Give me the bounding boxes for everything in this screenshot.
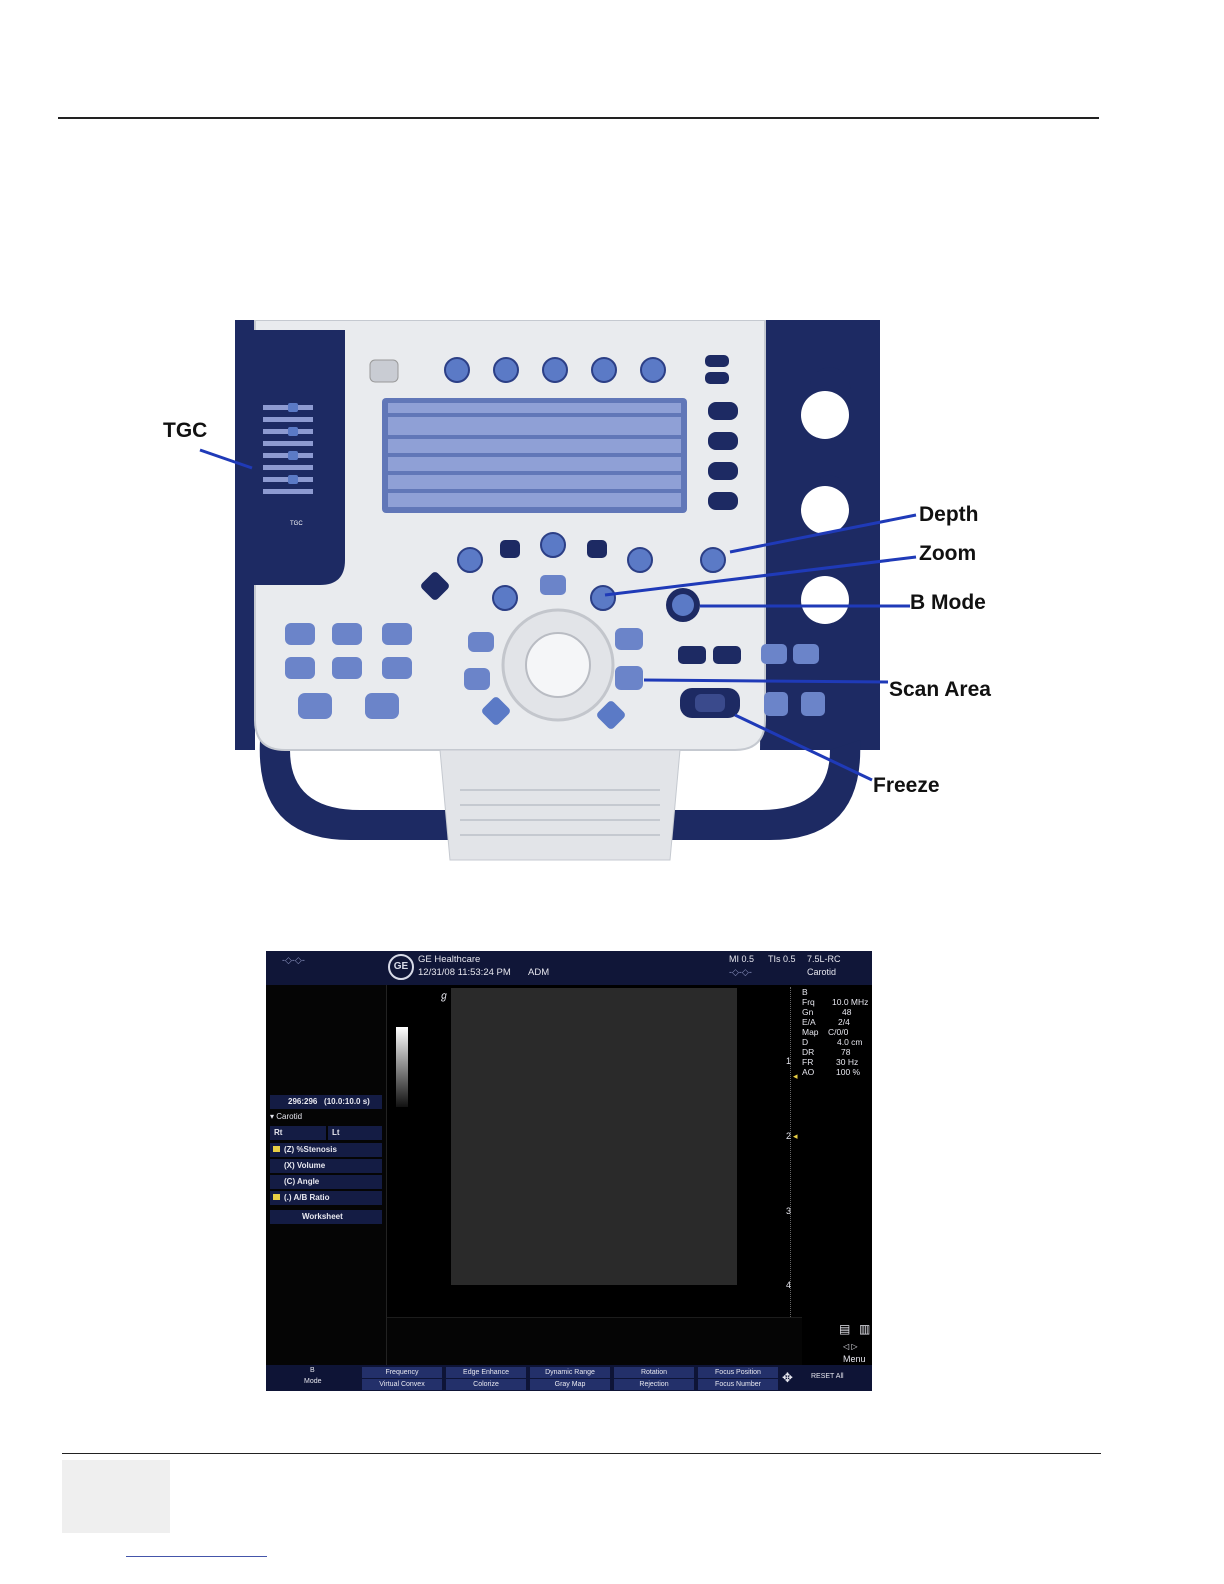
worksheet-icon[interactable]: ▤ (839, 1322, 851, 1336)
softkey-edge-enhance[interactable]: Edge Enhance (446, 1367, 526, 1378)
header-rule (58, 117, 1099, 119)
svg-text:TGC: TGC (290, 521, 303, 527)
softkey-frequency[interactable]: Frequency (362, 1367, 442, 1378)
focus-marker: ◂ (793, 1131, 798, 1141)
dots-indicator: -◇-◇- (729, 967, 752, 977)
clipboard-icon[interactable]: ▥ (859, 1322, 871, 1336)
param-value: C/0/0 (828, 1027, 849, 1037)
callout-freeze: Freeze (873, 774, 940, 797)
preset-name: Carotid (807, 967, 837, 977)
softkey-dynamic-range[interactable]: Dynamic Range (530, 1367, 610, 1378)
cine-indicator: -◇-◇- (282, 955, 305, 965)
softkey-colorize[interactable]: Colorize (446, 1379, 526, 1390)
depth-scale (790, 987, 799, 1317)
side-rt-tab[interactable]: Rt (270, 1126, 326, 1140)
callout-b-mode: B Mode (910, 591, 986, 614)
param-key: E/A (802, 1017, 816, 1027)
callout-tgc: TGC (163, 419, 208, 442)
ge-logo: GE (388, 954, 414, 980)
param-value: 4.0 cm (837, 1037, 863, 1047)
control-panel-figure: TGC (160, 319, 1010, 875)
param-key: DR (802, 1047, 815, 1057)
image-area (451, 988, 737, 1285)
worksheet-button[interactable]: Worksheet (270, 1210, 382, 1224)
exam-datetime: 12/31/08 11:53:24 PM (418, 967, 511, 978)
softkey-virtual-convex[interactable]: Virtual Convex (362, 1379, 442, 1390)
param-key: D (802, 1037, 809, 1047)
callout-scan-area: Scan Area (889, 678, 991, 701)
direction-pad-icon: ✥ (782, 1370, 793, 1385)
cine-counter: 296:296 (10.0:10.0 s) (270, 1095, 382, 1109)
brand-name: GE Healthcare (418, 954, 481, 965)
menu-label[interactable]: Menu (843, 1354, 866, 1364)
grayscale-bar (396, 1027, 408, 1107)
exam-category: ▾ Carotid (270, 1112, 303, 1121)
param-value: 48 (842, 1007, 852, 1017)
menu-item-volume[interactable]: (X) Volume (270, 1159, 382, 1173)
folder-icon (273, 1146, 280, 1152)
menu-item-angle[interactable]: (C) Angle (270, 1175, 382, 1189)
param-value: 100 % (836, 1067, 861, 1077)
probe-orientation-icon: ℊ (439, 991, 449, 1002)
folder-icon (273, 1194, 280, 1200)
param-key: Frq (802, 997, 815, 1007)
menu-item-stenosis[interactable]: (Z) %Stenosis (270, 1143, 382, 1157)
mechanical-index: MI 0.5 (729, 954, 755, 964)
depth-tick-3: 3 (786, 1206, 792, 1216)
thumbnail-strip (387, 1317, 802, 1366)
param-key: AO (802, 1067, 815, 1077)
probe-name: 7.5L-RC (807, 954, 841, 964)
softkey-focus-position[interactable]: Focus Position (698, 1367, 778, 1378)
param-key: Map (802, 1027, 819, 1037)
depth-tick-4: 4 (786, 1280, 792, 1290)
callout-depth: Depth (919, 503, 979, 526)
menu-item-ab-ratio[interactable]: (.) A/B Ratio (270, 1191, 382, 1205)
softkey-focus-number[interactable]: Focus Number (698, 1379, 778, 1390)
screen-top-bar: -◇-◇- GE GE Healthcare 12/31/08 11:53:24… (266, 951, 872, 985)
param-value: 78 (841, 1047, 851, 1057)
callout-zoom: Zoom (919, 542, 977, 565)
reset-all-button[interactable]: RESET All (811, 1373, 844, 1380)
focus-marker: ◂ (793, 1071, 798, 1081)
param-value: 10.0 MHz (832, 997, 869, 1007)
param-key: Gn (802, 1007, 814, 1017)
operator-id: ADM (528, 967, 550, 978)
mode-top-label: B (310, 1367, 315, 1374)
depth-tick-1: 1 (786, 1056, 792, 1066)
param-key: FR (802, 1057, 814, 1067)
footer-link-underline[interactable] (126, 1556, 267, 1557)
param-value: 30 Hz (836, 1057, 859, 1067)
mode-label: Mode (304, 1378, 322, 1385)
thermal-index: TIs 0.5 (768, 954, 796, 964)
param-mode: B (802, 987, 808, 997)
ultrasound-screen: -◇-◇- GE GE Healthcare 12/31/08 11:53:24… (266, 951, 872, 1391)
softkey-bar: B Mode Frequency Edge Enhance Dynamic Ra… (266, 1365, 872, 1391)
side-lt-tab[interactable]: Lt (328, 1126, 382, 1140)
softkey-gray-map[interactable]: Gray Map (530, 1379, 610, 1390)
page-arrows-icon[interactable]: ◁ ▷ (843, 1342, 858, 1351)
softkey-rejection[interactable]: Rejection (614, 1379, 694, 1390)
footer-tab (62, 1460, 170, 1533)
depth-tick-2: 2 (786, 1131, 792, 1141)
softkey-rotation[interactable]: Rotation (614, 1367, 694, 1378)
footer-rule (62, 1453, 1101, 1454)
control-panel-illustration: TGC (199, 319, 917, 861)
param-value: 2/4 (838, 1017, 850, 1027)
measure-side-panel: 296:296 (10.0:10.0 s) ▾ Carotid Rt Lt (Z… (266, 985, 387, 1365)
